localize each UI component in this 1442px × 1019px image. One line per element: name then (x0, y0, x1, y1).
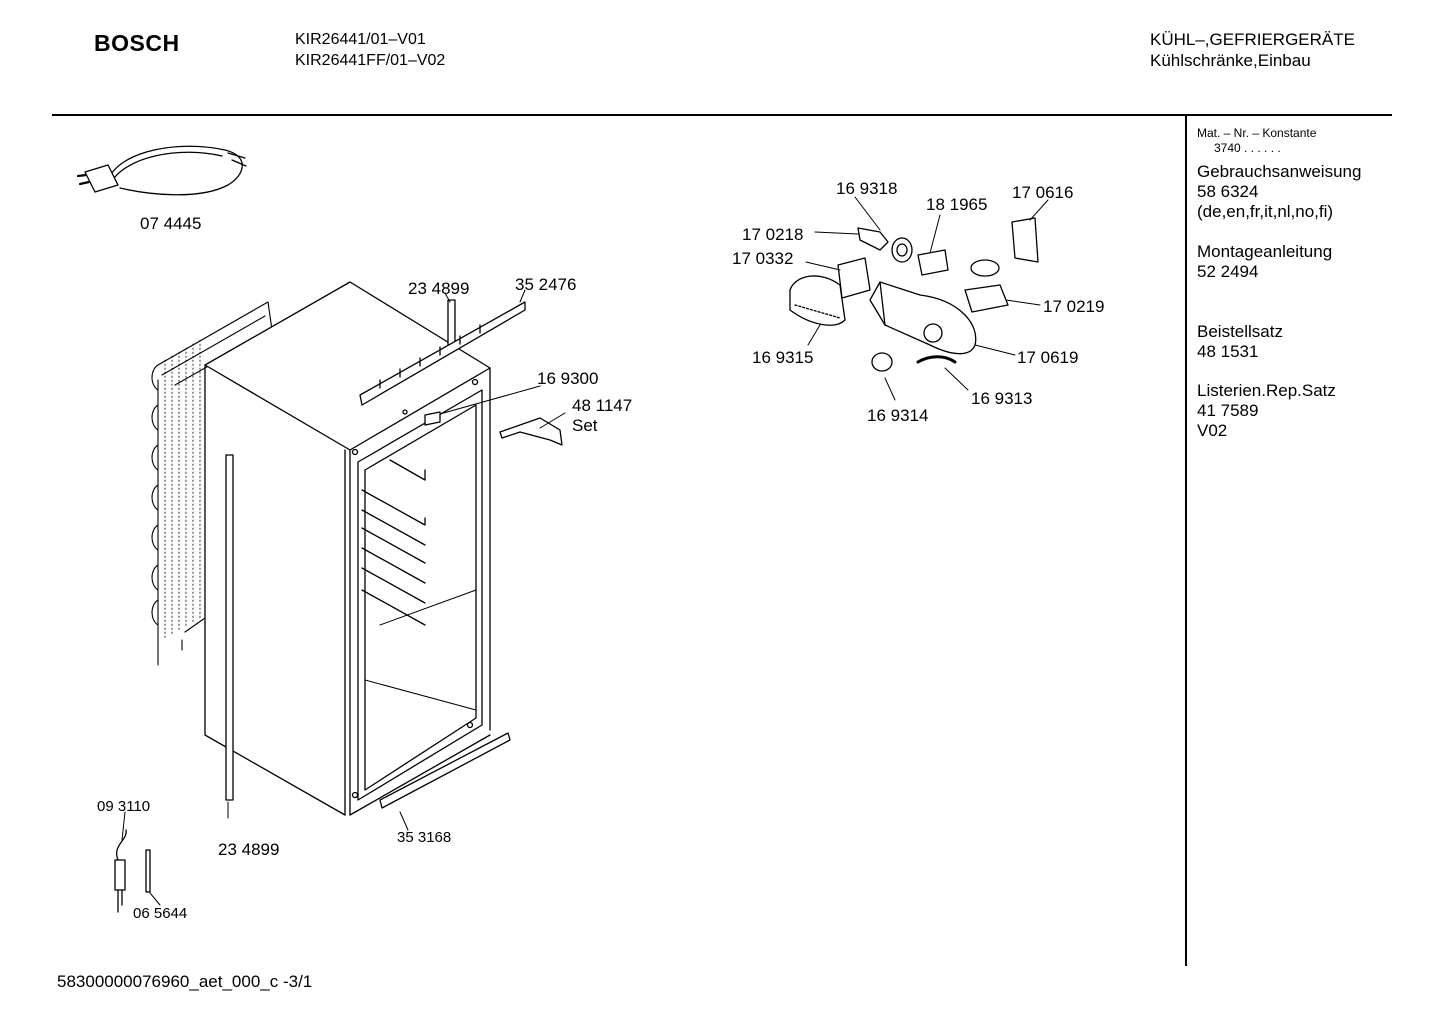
header-divider (52, 114, 1392, 116)
lamp-cover-part (789, 275, 846, 326)
model-number-2: KIR26441FF/01–V02 (295, 52, 446, 69)
doc-number-kit: 48 1531 (1197, 342, 1259, 361)
doc-title-repair: Listerien.Rep.Satz (1197, 381, 1336, 400)
category-title: KÜHL–,GEFRIERGERÄTE (1150, 30, 1355, 49)
doc-number-manual: 58 6324 (1197, 182, 1259, 201)
doc-title-assembly: Montageanleitung (1197, 242, 1333, 261)
sensor-part (424, 411, 441, 426)
label-bracket-set: Set (572, 416, 598, 435)
mounting-rail-part (359, 301, 526, 406)
trim-strip-top-part (447, 299, 456, 346)
doc-number-repair: 41 7589 (1197, 401, 1259, 420)
lamp-socket-ring-part (891, 237, 913, 263)
doc-title-kit: Beistellsatz (1197, 322, 1283, 341)
doc-languages-manual: (de,en,fr,it,nl,no,fi) (1197, 202, 1334, 221)
label-side-trim: 23 4899 (218, 840, 279, 859)
label-diffuser-plate: 17 0332 (732, 249, 793, 268)
label-lamp-socket: 17 0218 (742, 225, 803, 244)
label-thermostat: 17 0219 (1043, 297, 1104, 316)
label-heater: 06 5644 (133, 905, 187, 922)
bottom-strip-part (379, 732, 511, 809)
document-id: 58300000076960_aet_000_c -3/1 (57, 972, 313, 991)
seal-ring-part (970, 259, 1000, 277)
sidebar-divider (1185, 116, 1187, 966)
knob-part (871, 352, 893, 372)
label-lamp-holder: 18 1965 (926, 195, 987, 214)
doc-number-assembly: 52 2494 (1197, 262, 1259, 281)
label-lamp-housing: 17 0619 (1017, 348, 1078, 367)
refrigerator-cabinet-part (204, 281, 491, 816)
label-sensor: 16 9300 (537, 369, 598, 388)
diffuser-plate-part (837, 257, 871, 299)
power-cord-part (76, 145, 247, 196)
side-trim-part (225, 454, 234, 801)
label-power-cord: 07 4445 (140, 214, 201, 233)
heater-part (145, 849, 151, 893)
label-mounting-rail: 35 2476 (515, 275, 576, 294)
lamp-holder-part (917, 249, 949, 276)
label-lamp-bulb: 16 9318 (836, 179, 897, 198)
mat-nr-value: 3740 . . . . . . (1214, 141, 1281, 155)
thermostat-probe-part (114, 829, 127, 913)
mat-nr-label: Mat. – Nr. – Konstante (1197, 126, 1317, 140)
label-bottom-strip: 35 3168 (397, 829, 451, 846)
category-subtitle: Kühlschränke,Einbau (1150, 51, 1311, 70)
label-lamp-cover: 16 9315 (752, 348, 813, 367)
lamp-housing-part (869, 281, 977, 355)
label-thermostat-probe: 09 3110 (97, 798, 150, 815)
switch-part (1011, 217, 1039, 263)
label-light-guide: 16 9313 (971, 389, 1032, 408)
light-guide-part (916, 355, 957, 364)
bracket-set-part (499, 417, 563, 446)
label-bracket: 48 1147 (572, 396, 632, 415)
label-switch: 17 0616 (1012, 183, 1073, 202)
condenser-coil-part (151, 301, 273, 666)
model-number-1: KIR26441/01–V01 (295, 31, 426, 48)
brand-logo: BOSCH (94, 30, 180, 56)
label-knob: 16 9314 (867, 406, 928, 425)
thermostat-part (964, 284, 1009, 313)
doc-version-repair: V02 (1197, 421, 1228, 440)
doc-title-manual: Gebrauchsanweisung (1197, 162, 1362, 181)
label-trim-strip-top: 23 4899 (408, 279, 469, 298)
lamp-bulb-part (857, 227, 889, 251)
